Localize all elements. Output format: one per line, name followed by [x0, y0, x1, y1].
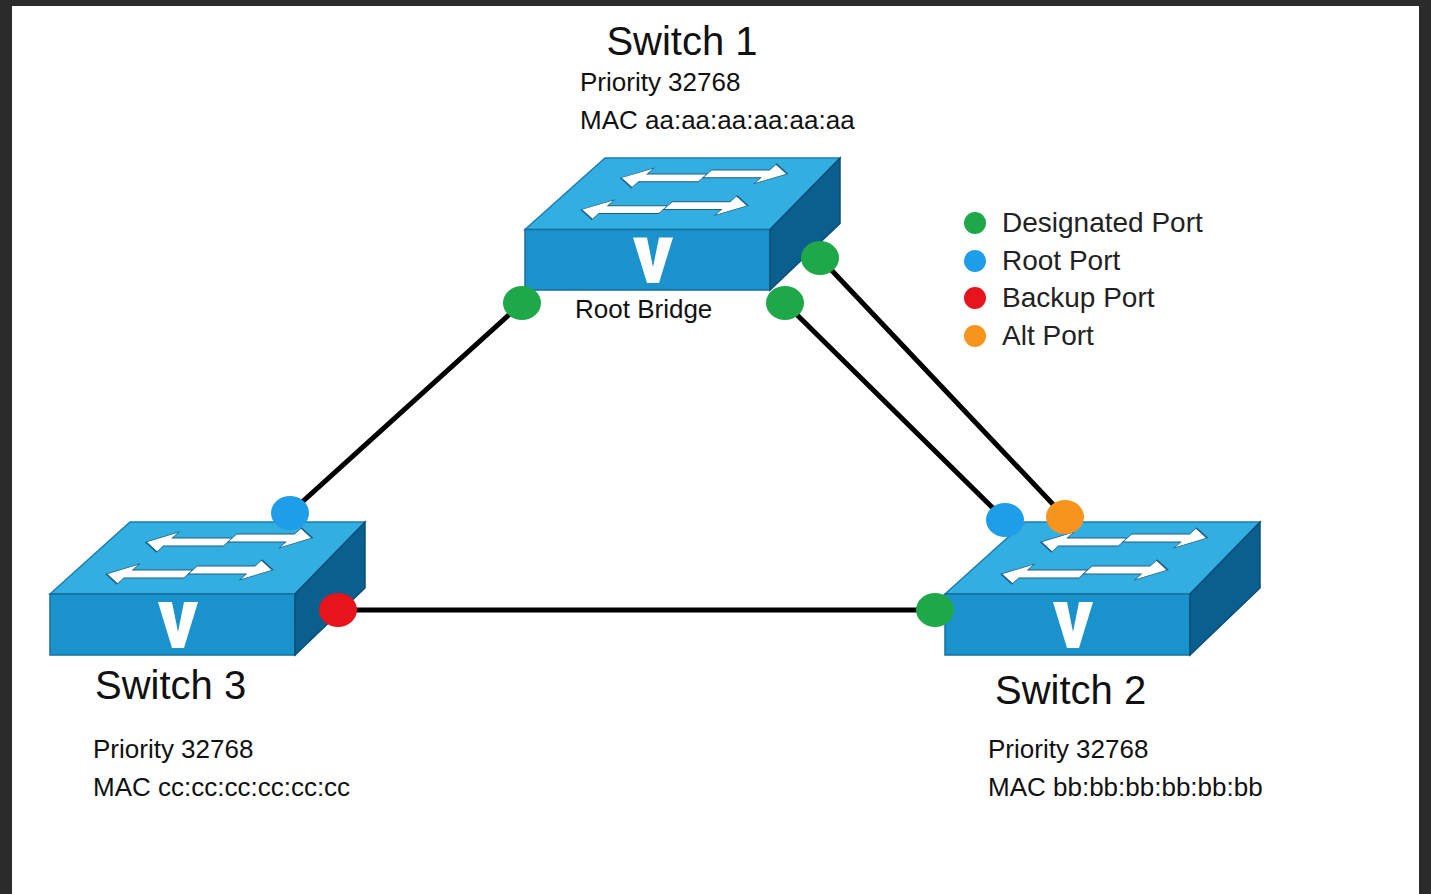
network-switch: Switch 1Priority 32768MAC aa:aa:aa:aa:aa…	[525, 158, 840, 290]
legend-swatch	[964, 287, 986, 309]
role-label: Root Bridge	[575, 293, 712, 325]
switch-icon	[945, 522, 1260, 655]
port-dot	[503, 286, 541, 320]
switch-detail: Priority 32768	[93, 733, 253, 765]
legend-entry: Root Port	[964, 244, 1120, 278]
switch-detail: Priority 32768	[988, 733, 1148, 765]
switch-icon	[50, 522, 365, 655]
switch-icon	[525, 158, 840, 290]
legend-swatch	[964, 325, 986, 347]
legend-entry: Backup Port	[964, 281, 1155, 315]
legend-swatch	[964, 250, 986, 272]
port-dot	[1046, 500, 1084, 534]
link-cable	[338, 608, 935, 613]
switch-name: Switch 3	[95, 662, 246, 708]
port-dot	[986, 503, 1024, 537]
legend-swatch	[964, 212, 986, 234]
switch-detail: MAC aa:aa:aa:aa:aa:aa	[580, 104, 855, 136]
link-cable	[290, 303, 522, 513]
legend-label: Designated Port	[1002, 206, 1203, 240]
legend-label: Alt Port	[1002, 319, 1094, 353]
port-dot	[766, 286, 804, 320]
switch-detail: MAC cc:cc:cc:cc:cc:cc	[93, 771, 350, 803]
network-switch: Switch 3Priority 32768MAC cc:cc:cc:cc:cc…	[50, 522, 365, 655]
port-dot	[271, 496, 309, 530]
legend-label: Root Port	[1002, 244, 1120, 278]
switch-name: Switch 2	[995, 667, 1146, 713]
legend-label: Backup Port	[1002, 281, 1155, 315]
port-dot	[916, 593, 954, 627]
legend-entry: Alt Port	[964, 319, 1094, 353]
port-dot	[319, 593, 357, 627]
legend-entry: Designated Port	[964, 206, 1203, 240]
switch-detail: Priority 32768	[580, 66, 740, 98]
network-switch: Switch 2Priority 32768MAC bb:bb:bb:bb:bb…	[945, 522, 1260, 655]
port-dot	[801, 241, 839, 275]
switch-detail: MAC bb:bb:bb:bb:bb:bb	[988, 771, 1263, 803]
switch-name: Switch 1	[606, 18, 757, 64]
